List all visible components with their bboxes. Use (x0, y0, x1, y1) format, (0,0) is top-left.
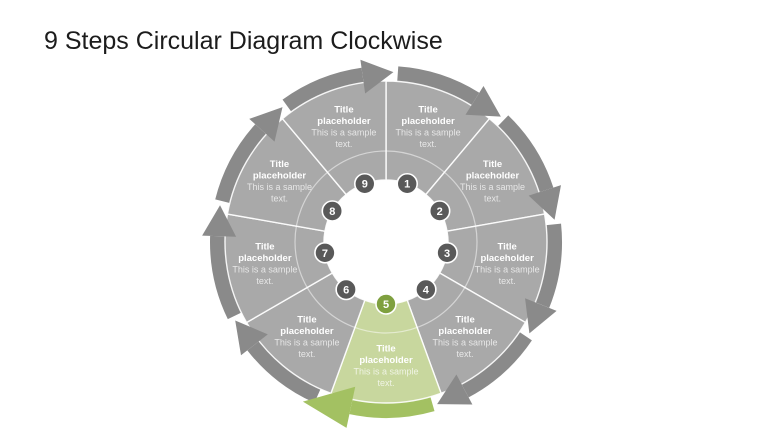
step-6-arrow (247, 339, 322, 403)
number-layer: 1 2 3 4 5 6 7 8 9 (314, 172, 458, 315)
step-8-number-circle (321, 200, 344, 222)
step-8-arrow (215, 124, 268, 204)
step-8-label-line-2: placeholder (253, 170, 307, 181)
step-9-label-line-2: placeholder (317, 116, 371, 127)
step-2-arrow-head (528, 185, 561, 220)
segment-layer (224, 80, 548, 404)
step-3-number: 3 (444, 248, 450, 260)
step-7-label-line-4: text. (256, 276, 273, 286)
step-8-label-line-4: text. (271, 193, 288, 203)
step-3-number-circle (436, 241, 458, 264)
step-8-arrow-head (249, 107, 283, 142)
inner-ring-line (294, 150, 478, 334)
step-7-label-line-1: Title (255, 242, 274, 253)
step-1-arrow-head (465, 85, 501, 117)
step-4-label-line-4: text. (457, 349, 474, 359)
step-1-number: 1 (404, 179, 410, 191)
step-4-number-circle (415, 278, 437, 301)
step-9-label-line-4: text. (335, 139, 352, 149)
step-4-label-line-3: This is a sample (433, 337, 498, 347)
step-7-label-line-2: placeholder (238, 253, 292, 264)
step-3-label-line-1: Title (497, 242, 516, 253)
step-9-number: 9 (362, 179, 368, 191)
step-6-number: 6 (343, 284, 349, 296)
step-5-number-circle (375, 293, 397, 315)
step-3-label-line-3: This is a sample (475, 265, 540, 275)
step-1-label-line-4: text. (420, 139, 437, 149)
step-5-label-line-4: text. (377, 378, 394, 388)
step-2-label-line-3: This is a sample (460, 182, 525, 192)
step-2-label-line-4: text. (484, 193, 501, 203)
step-7-number: 7 (322, 248, 328, 260)
step-7-arrow-head (202, 205, 237, 237)
step-7-label-line-3: This is a sample (232, 265, 297, 275)
step-9-number-circle (353, 172, 376, 195)
step-1-number-circle (396, 172, 419, 195)
step-2-label-line-2: placeholder (466, 170, 520, 181)
step-6-label-line-3: This is a sample (274, 337, 339, 347)
slide-title: 9 Steps Circular Diagram Clockwise (44, 27, 443, 55)
step-1-label-line-3: This is a sample (396, 128, 461, 138)
inner-ring-layer (294, 150, 478, 334)
step-5-label-line-3: This is a sample (353, 366, 418, 376)
arrow-band-layer (210, 66, 563, 418)
step-5-arrow-head (302, 386, 356, 428)
step-5-label-line-2: placeholder (359, 355, 413, 366)
step-4-arrow (460, 330, 532, 398)
step-9-label-line-3: This is a sample (311, 128, 376, 138)
step-4-number: 4 (423, 284, 430, 296)
step-9-arrow (282, 67, 364, 114)
step-2-arrow (496, 115, 554, 193)
step-2-number-circle (428, 200, 451, 222)
step-6-arrow-head (235, 320, 268, 356)
step-4-label-line-2: placeholder (438, 326, 492, 337)
step-1-arrow (397, 66, 480, 108)
step-8-number: 8 (329, 206, 335, 218)
step-6-label-line-1: Title (297, 314, 316, 325)
step-3-label-line-2: placeholder (480, 253, 534, 264)
step-7-number-circle (314, 241, 336, 264)
step-5-number: 5 (383, 299, 389, 311)
step-2-label-line-1: Title (483, 159, 502, 170)
step-2-number: 2 (437, 206, 443, 218)
step-8-label-line-3: This is a sample (247, 182, 312, 192)
step-3-label-line-4: text. (499, 276, 516, 286)
step-6-label-line-2: placeholder (280, 326, 334, 337)
step-4-arrow-head (437, 374, 473, 405)
step-9-label-line-1: Title (334, 105, 353, 116)
step-9-arrow-head (360, 59, 394, 94)
step-3-arrow-head (525, 298, 557, 334)
arrow-head-layer (202, 59, 561, 428)
step-1-label-line-2: placeholder (401, 116, 455, 127)
step-1-label-line-1: Title (418, 105, 437, 116)
step-4-label-line-1: Title (455, 314, 474, 325)
step-6-label-line-4: text. (298, 349, 315, 359)
step-5-label-line-1: Title (376, 343, 395, 354)
step-8-label-line-1: Title (270, 159, 289, 170)
step-6-number-circle (335, 278, 357, 301)
